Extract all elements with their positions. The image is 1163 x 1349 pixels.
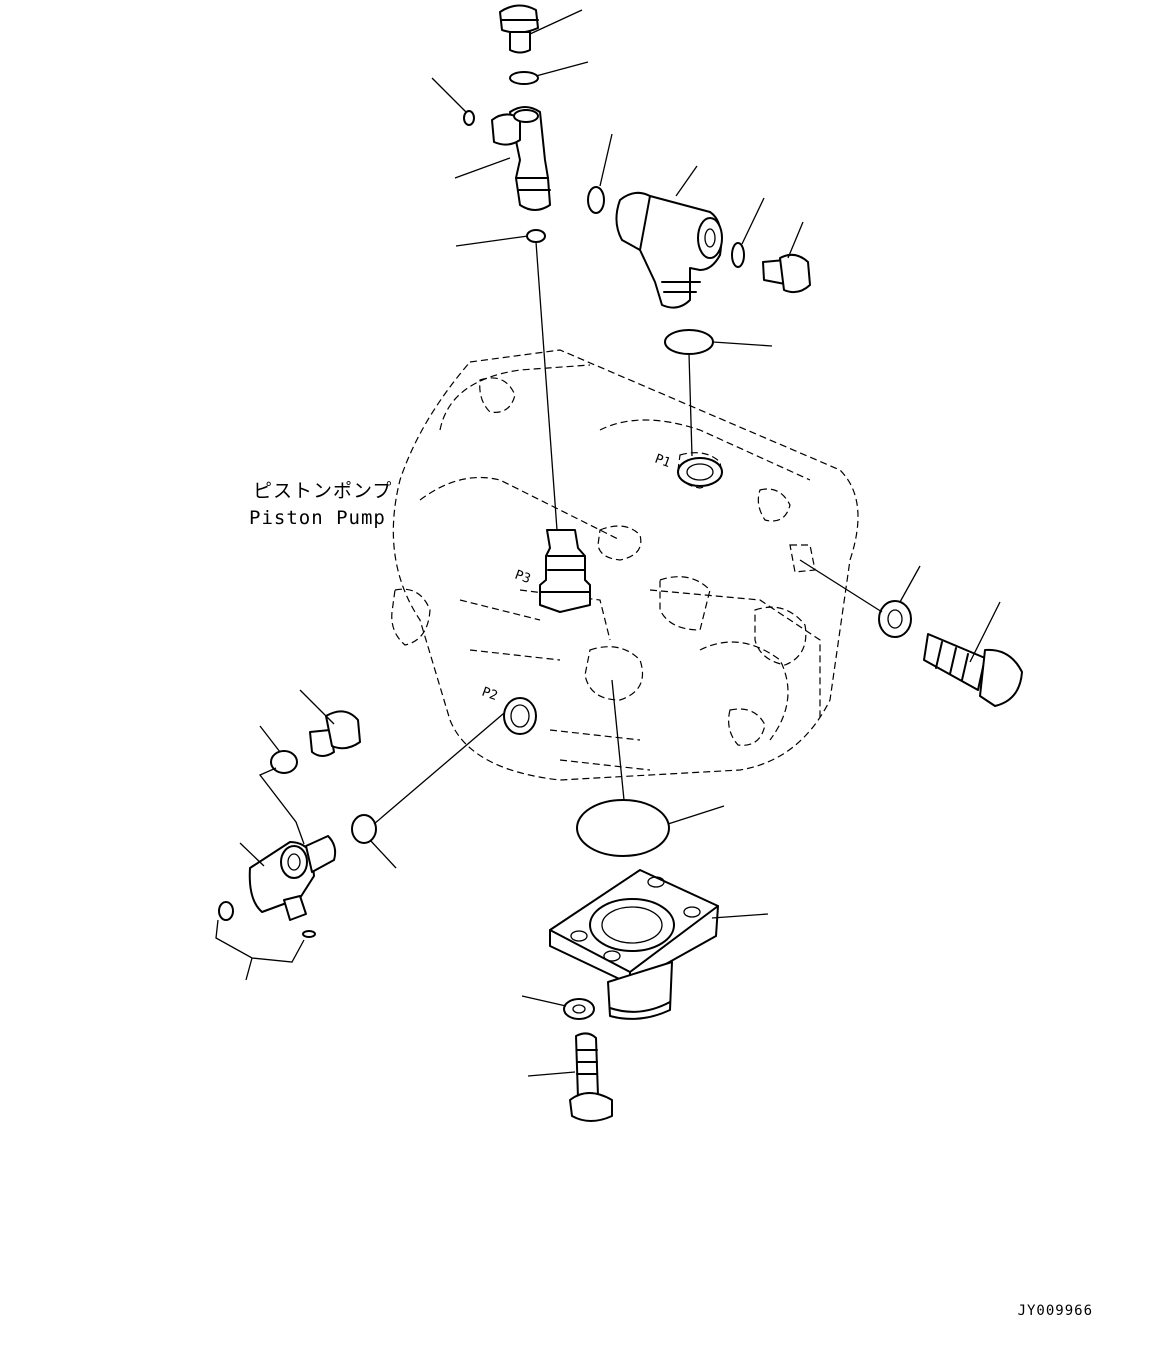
part-name-japanese: ピストンポンプ [253, 480, 393, 502]
port-label-p3: P3 [513, 568, 533, 587]
p2-port-boss [503, 697, 537, 735]
o-ring-lower-left-a [270, 750, 298, 774]
small-o-ring-lower-left [218, 901, 234, 921]
large-o-ring-bottom [576, 799, 670, 857]
plug-upper-right [762, 253, 811, 294]
o-ring-p2 [351, 814, 377, 844]
small-o-ring-top-center [526, 229, 546, 243]
plug-lower-left [309, 710, 361, 757]
small-o-ring-left [463, 110, 475, 126]
bolt-right [923, 633, 1023, 707]
elbow-block-upper-right [615, 191, 723, 309]
washer-bottom [563, 998, 595, 1020]
piston-pump-body [391, 349, 859, 781]
large-o-ring-p1 [664, 329, 714, 355]
top-plug [499, 4, 539, 54]
bolt-bottom [569, 1032, 613, 1122]
washer-right [878, 600, 912, 638]
tiny-o-ring-lower-left [302, 930, 316, 938]
leader-lines [215, 9, 1001, 1077]
top-o-ring [509, 71, 539, 85]
port-label-p2: P2 [480, 685, 500, 704]
elbow-fitting-top [491, 106, 551, 211]
o-ring-upper-right-b [731, 242, 745, 268]
p3-port-fitting [539, 529, 591, 613]
split-flange [549, 869, 719, 1020]
part-name-english: Piston Pump [249, 507, 386, 529]
p1-port-boss [677, 457, 723, 487]
tee-fitting-lower-left [248, 835, 337, 921]
port-label-p1: P1 [653, 452, 673, 471]
drawing-code: JY009966 [1017, 1303, 1093, 1319]
o-ring-upper-right-a [587, 186, 605, 214]
